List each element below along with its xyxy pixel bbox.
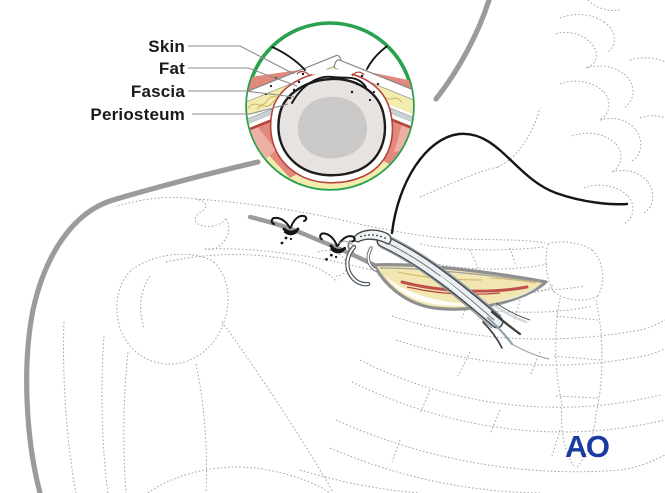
ao-logo: AO bbox=[565, 429, 610, 464]
shoulder-contour bbox=[24, 159, 261, 493]
label-periosteum: Periosteum bbox=[90, 105, 185, 124]
inset-magnifier-circle bbox=[245, 21, 415, 191]
label-fascia: Fascia bbox=[130, 82, 185, 101]
instrument-head-beads bbox=[360, 234, 386, 239]
label-leader-lines bbox=[188, 45, 298, 115]
neck-contour bbox=[433, 0, 492, 102]
suture-needle bbox=[338, 240, 371, 287]
label-skin: Skin bbox=[148, 37, 185, 56]
body-contour bbox=[24, 0, 492, 493]
suture-passer-instrument bbox=[347, 229, 550, 360]
suture-thread bbox=[390, 132, 629, 235]
inset-tissue-layers bbox=[247, 43, 413, 189]
inset-bone-cross-section bbox=[269, 69, 394, 184]
incision-line bbox=[247, 214, 377, 268]
instrument-head bbox=[353, 229, 392, 245]
label-fat: Fat bbox=[158, 59, 185, 78]
